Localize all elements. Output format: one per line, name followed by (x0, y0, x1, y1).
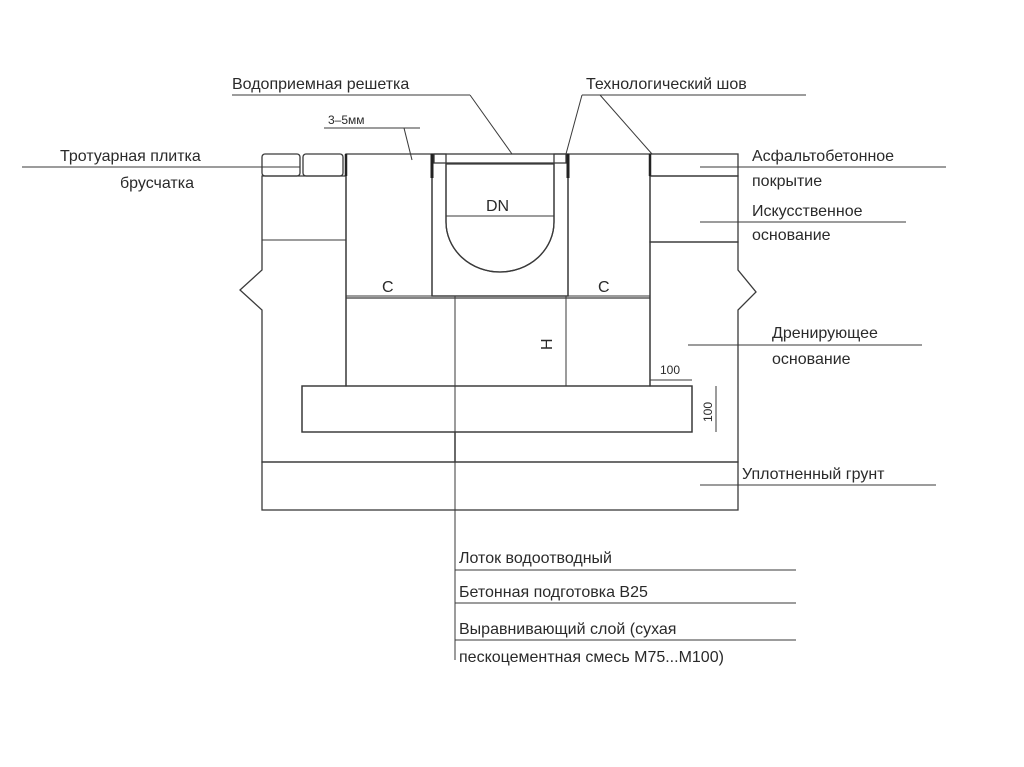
dim-100-h: 100 (660, 363, 680, 377)
artificial-label-1: Искусственное (752, 203, 863, 220)
leveling-label-1: Выравнивающий слой (сухая (459, 621, 676, 638)
concrete-label: Бетонная подготовка В25 (459, 584, 648, 601)
tray-label: Лоток водоотводный (459, 550, 612, 567)
paving-tile-1 (261, 153, 301, 177)
asphalt-layer (649, 153, 739, 177)
leveling-slab (301, 385, 693, 433)
dim-dn: DN (486, 198, 509, 215)
drainage-base-left (239, 175, 456, 463)
paving-label-1: Тротуарная плитка (60, 148, 201, 165)
grate-leader-d (469, 94, 513, 155)
paving-tile-2 (302, 153, 344, 177)
joint-leader-d2 (599, 94, 653, 155)
concrete-bedding (345, 153, 651, 387)
grate-label: Водоприемная решетка (232, 76, 409, 93)
tray-channel (445, 163, 555, 273)
artificial-base (649, 175, 739, 243)
dim-c-right: C (598, 279, 610, 296)
dim-h: H (539, 338, 556, 350)
dim-c-left: C (382, 279, 394, 296)
paving-label-2: брусчатка (120, 175, 194, 192)
drain-label-2: основание (772, 351, 851, 368)
asphalt-label-1: Асфальтобетонное (752, 148, 894, 165)
grate (433, 153, 567, 164)
drain-label-1: Дренирующее (772, 325, 878, 342)
drainage-base-right (454, 241, 757, 463)
gap-pointer (403, 127, 413, 161)
joint-leader-d (565, 94, 583, 155)
soil-label: Уплотненный грунт (742, 466, 885, 483)
drainage-tray (431, 153, 569, 297)
joint-label: Технологический шов (586, 76, 747, 93)
asphalt-label-2: покрытие (752, 173, 822, 190)
dim-100-v: 100 (701, 402, 715, 422)
gap-label: 3–5мм (328, 113, 365, 127)
leveling-label-2: пескоцементная смесь М75...М100) (459, 649, 724, 666)
artificial-label-2: основание (752, 227, 831, 244)
compacted-soil (261, 461, 739, 511)
